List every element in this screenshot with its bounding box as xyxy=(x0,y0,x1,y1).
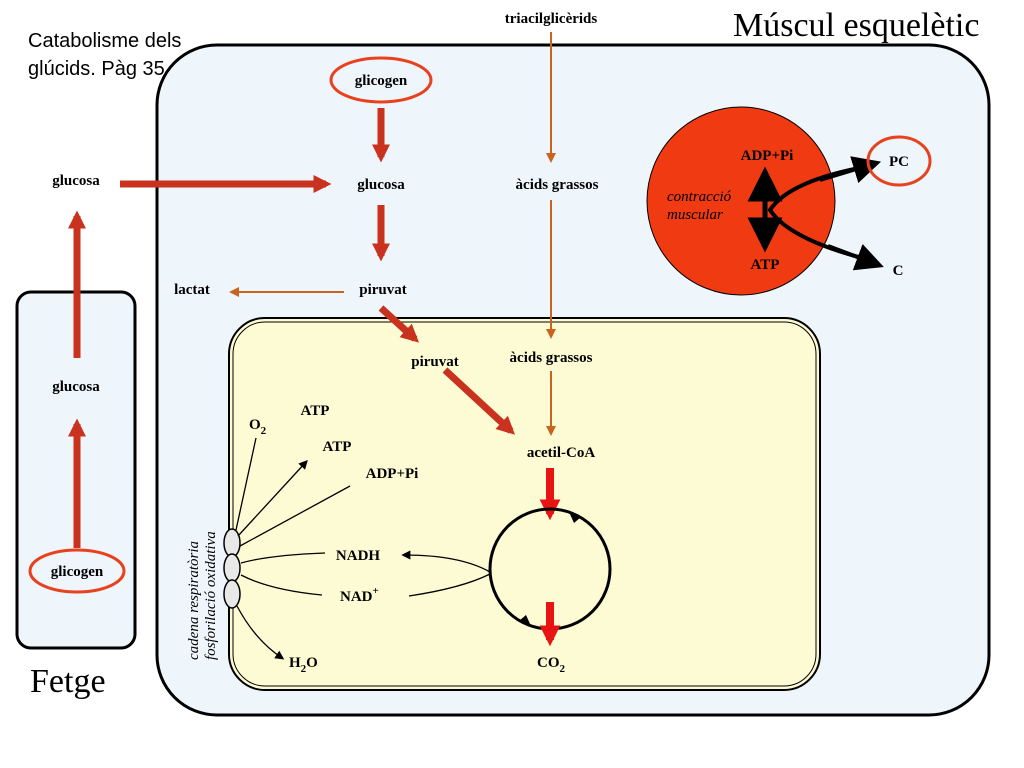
chain-label-line-2: fosforilació oxidativa xyxy=(203,531,219,660)
contraction-text-line-2: muscular xyxy=(667,207,723,223)
mito-pyruvate-label: piruvat xyxy=(411,354,459,370)
liver-glycogen-label: glicogen xyxy=(51,564,104,580)
respiratory-complex-2 xyxy=(223,553,241,583)
chain-label-line-1: cadena respiratòria xyxy=(186,541,202,660)
mito-fatty-acids-label: àcids grassos xyxy=(510,350,593,366)
contraction-atp-label: ATP xyxy=(751,257,780,273)
chain-to-atp-arrow xyxy=(237,459,308,537)
liver-title: Fetge xyxy=(30,663,106,700)
to-pc-arrow xyxy=(819,156,882,184)
pc-circle xyxy=(866,135,932,187)
cytosol-fatty-acids-label: àcids grassos xyxy=(516,177,599,193)
cycle-to-nadh-arrow xyxy=(401,550,491,573)
pc-label: PC xyxy=(889,154,909,170)
mitochondrion xyxy=(228,317,821,691)
subtitle-line-1: Catabolisme dels xyxy=(28,30,181,52)
lactate-label: lactat xyxy=(174,282,210,298)
cytosol-pyruvate-label: piruvat xyxy=(359,282,407,298)
nad-to-cycle-line xyxy=(408,573,491,597)
muscle-glycogen-circle xyxy=(329,56,433,104)
muscle-title: Múscul esquelètic xyxy=(733,7,979,44)
acetylcoa-label: acetil-CoA xyxy=(527,445,595,461)
nad-main: NAD xyxy=(340,589,373,605)
o2-line xyxy=(235,437,257,531)
nadh-label: NADH xyxy=(336,548,380,564)
atp-label-2: ATP xyxy=(323,439,352,455)
respiratory-complex-3 xyxy=(223,579,241,609)
pyruvate-into-mito-arrow xyxy=(378,305,420,343)
triglycerides-label: triacilglicèrids xyxy=(505,11,598,27)
co2-label: CO2 xyxy=(537,655,566,675)
muscle-contraction-circle xyxy=(646,106,836,296)
o2-subscript: 2 xyxy=(261,425,267,437)
nad-superscript: + xyxy=(373,585,379,597)
co2-main: CO xyxy=(537,655,560,671)
krebs-cycle-arrowhead-bottom xyxy=(519,615,531,626)
co2-subscript: 2 xyxy=(560,663,566,675)
subtitle-line-2: glúcids. Pàg 35 xyxy=(28,58,165,80)
mitochondrion-inner-membrane xyxy=(232,321,817,687)
mito-adp-pi-label: ADP+Pi xyxy=(366,466,419,482)
blood-glucose-label: glucosa xyxy=(52,173,100,189)
h2o-subscript: 2 xyxy=(301,663,307,675)
liver-glucose-label: glucosa xyxy=(52,379,100,395)
liver-glycogen-circle xyxy=(28,548,126,594)
o2-main: O xyxy=(249,417,261,433)
chain-to-h2o-arrow xyxy=(236,605,285,660)
respiratory-complex-1 xyxy=(223,528,241,558)
contraction-adp-pi-label: ADP+Pi xyxy=(741,148,794,164)
pyruvate-to-acetylcoa-arrow xyxy=(442,367,516,435)
muscle-glycogen-label: glicogen xyxy=(355,73,408,89)
c-label: C xyxy=(893,263,904,279)
adp-pi-line xyxy=(239,485,351,547)
muscle-glucose-label: glucosa xyxy=(357,177,405,193)
chain-to-nad-line xyxy=(240,574,323,596)
atp-label-1: ATP xyxy=(301,403,330,419)
nadh-to-chain-line xyxy=(240,552,326,564)
nad-label: NAD+ xyxy=(340,585,379,605)
h2o-label: H2O xyxy=(289,655,318,675)
krebs-cycle-arrowhead-top xyxy=(569,512,581,523)
contraction-text-line-1: contracció xyxy=(667,189,732,205)
o2-label: O2 xyxy=(249,417,267,437)
h2o-h: H xyxy=(289,655,301,671)
to-c-arrow xyxy=(827,244,884,271)
h2o-o: O xyxy=(306,655,318,671)
